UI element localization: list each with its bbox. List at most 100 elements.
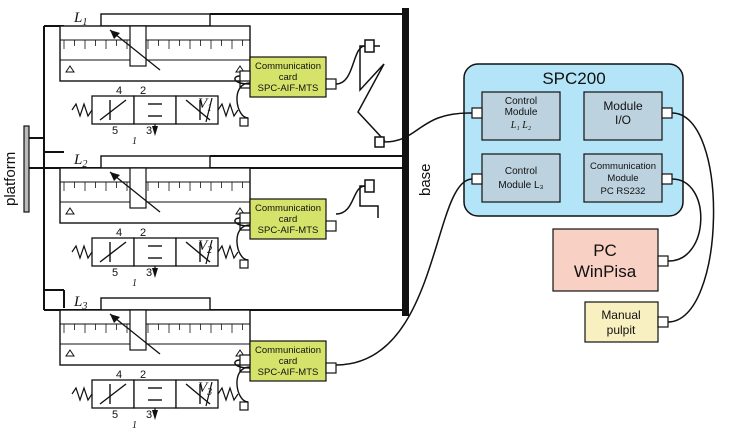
card-line1: Communication [255, 61, 321, 72]
port-2: 2 [140, 227, 146, 239]
module-io-line2: I/O [615, 113, 631, 127]
actuator-label-sub: 3 [81, 301, 87, 312]
port-3: 3 [146, 267, 152, 279]
card-line3: SPC-AIF-MTS [258, 83, 319, 94]
manual-pulpit: Manual pulpit [584, 301, 669, 343]
card-line2: card [279, 356, 297, 367]
port-1: 1 [132, 136, 137, 147]
valve-flow [185, 241, 211, 263]
drive-variable-arrow [109, 171, 161, 213]
valve-supply-arrow [152, 126, 158, 136]
actuator-label-sub: 1 [82, 17, 87, 28]
valve-connector [239, 259, 249, 269]
linear-drive-body [59, 167, 251, 224]
actuator-label: L2 [73, 152, 87, 170]
valve-cell-left [91, 237, 135, 267]
valve-spring-right [217, 102, 239, 118]
port-2: 2 [140, 85, 146, 97]
port-1: 1 [132, 420, 137, 431]
port-4: 4 [116, 85, 122, 97]
actuator-label: L1 [73, 10, 87, 28]
control-module-2-line1: Control [505, 166, 537, 177]
pc-line1: PC [593, 241, 617, 260]
port-4: 4 [116, 227, 122, 239]
valve-cell-center [133, 379, 177, 409]
card-port-left [239, 354, 251, 366]
drive-carriage [129, 167, 147, 209]
valve-label-sub: 2 [207, 245, 212, 256]
drive-arrow-left [65, 207, 75, 215]
valve-connector [239, 117, 249, 127]
spc200-controller: SPC200 Control Module L₁ L₂ Module I/O C… [463, 63, 684, 217]
pc-line2: WinPisa [574, 262, 637, 281]
port-5: 5 [112, 409, 118, 421]
card-line3: SPC-AIF-MTS [258, 367, 319, 378]
drive-arrowhead [110, 172, 120, 181]
pulpit-line2: pulpit [607, 323, 636, 337]
valve-solenoid [205, 239, 213, 265]
port-3: 3 [146, 125, 152, 137]
platform-label: platform [2, 152, 19, 206]
valve-cell-center [133, 95, 177, 125]
port-5: 5 [112, 267, 118, 279]
drive-arrowhead [110, 30, 120, 39]
control-module-2: Control Module L₃ [471, 153, 561, 203]
card-drive-wire [234, 359, 251, 369]
comm-module-line1: Communication [590, 161, 656, 172]
valve-supply-arrow [152, 268, 158, 278]
valve-label-sub: 1 [207, 103, 212, 114]
control-module-1-line1: Control [505, 96, 537, 107]
communication-module: Communication Module PC RS232 [583, 153, 673, 203]
control-module-1: Control Module L₁ L₂ [471, 91, 561, 141]
valve-spring-right [217, 244, 239, 260]
valve-flow [99, 383, 127, 405]
spc200-title: SPC200 [542, 69, 605, 88]
port-4: 4 [116, 369, 122, 381]
valve-flow [99, 99, 127, 121]
valve-solenoid [205, 381, 213, 407]
actuator-label: L3 [73, 294, 87, 312]
valve-flow [185, 383, 211, 405]
port-1: 1 [132, 278, 137, 289]
comm-module-line3: PC RS232 [601, 186, 646, 197]
pulpit-line1: Manual [601, 308, 640, 322]
card-port-left [239, 70, 251, 82]
drive-arrow-left [65, 349, 75, 357]
base-bar [210, 8, 409, 316]
port-2: 2 [140, 369, 146, 381]
card-drive-wire [234, 75, 251, 85]
drive-arrowhead [110, 314, 120, 323]
card-port-right [325, 78, 337, 90]
linear-drive-body [59, 309, 251, 366]
card-port-left [239, 212, 251, 224]
valve-spring-left [71, 386, 93, 402]
control-module-1-line2: Module [505, 107, 538, 118]
valve-flow [99, 241, 127, 263]
valve-flow [185, 99, 211, 121]
drive-variable-arrow [109, 313, 161, 355]
module-io: Module I/O [583, 91, 673, 141]
linear-drive-body [59, 25, 251, 82]
card-port-right [325, 220, 337, 232]
card-line3: SPC-AIF-MTS [258, 225, 319, 236]
pc-winpisa: PC WinPisa [552, 228, 669, 292]
valve-label-sub: 3 [206, 387, 212, 398]
module-io-line1: Module [603, 99, 643, 113]
valve-cell-center [133, 237, 177, 267]
drive-carriage [129, 25, 147, 67]
control-module-2-line2: Module L₃ [498, 180, 543, 191]
drive-slide [100, 13, 211, 27]
valve-spring-left [71, 102, 93, 118]
port-5: 5 [112, 125, 118, 137]
comm-module-line2: Module [607, 173, 638, 184]
card-line1: Communication [255, 345, 321, 356]
card-port-right [325, 362, 337, 374]
valve-spring-left [71, 244, 93, 260]
